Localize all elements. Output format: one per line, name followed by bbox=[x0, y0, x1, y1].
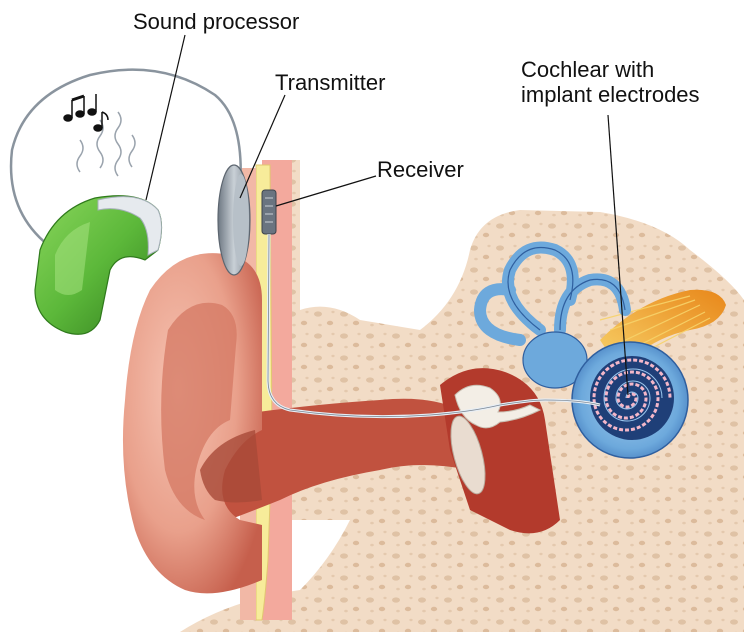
cochlea-spiral-lines bbox=[603, 368, 663, 422]
ear-canal bbox=[200, 398, 470, 530]
headset-wire bbox=[9, 68, 242, 246]
label-sound-processor: Sound processor bbox=[133, 9, 300, 34]
label-cochlear-line1: Cochlear with bbox=[521, 57, 655, 82]
label-cochlear-line2: implant electrodes bbox=[521, 82, 700, 107]
processor-top-band bbox=[97, 196, 162, 256]
implant-electrode-spiral bbox=[592, 358, 672, 432]
label-cochlear: Cochlear with implant electrodes bbox=[521, 57, 700, 107]
processor-highlight bbox=[55, 222, 90, 295]
ear-shadow bbox=[200, 430, 262, 503]
ear-fold bbox=[161, 302, 237, 520]
receiver-detail bbox=[265, 197, 273, 223]
eardrum bbox=[450, 415, 486, 495]
semicircular-canals-outline bbox=[507, 246, 626, 331]
sound-waves bbox=[76, 111, 136, 177]
leader-lines bbox=[145, 34, 629, 396]
label-transmitter: Transmitter bbox=[275, 70, 386, 95]
music-notes-icon bbox=[63, 94, 109, 132]
label-receiver: Receiver bbox=[377, 157, 464, 182]
electrode-lead-outline bbox=[267, 233, 601, 418]
transmitter-face bbox=[233, 174, 249, 266]
receiver[interactable] bbox=[261, 189, 277, 235]
